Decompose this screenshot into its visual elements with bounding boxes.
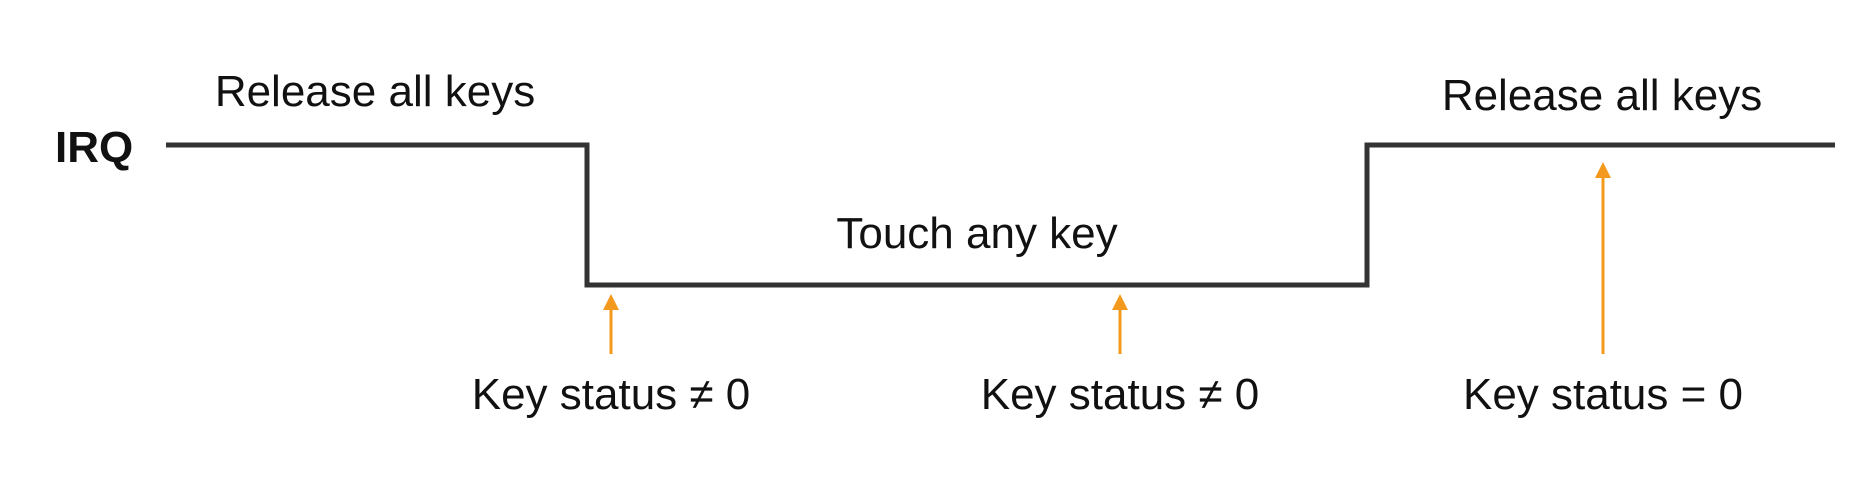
marker-arrow-2-head [1112, 294, 1128, 310]
marker-arrow-1-head [603, 294, 619, 310]
phase-label-release-2: Release all keys [1441, 71, 1763, 120]
phase-label-touch: Touch any key [836, 209, 1118, 258]
marker-label-3: Key status = 0 [1462, 370, 1744, 419]
irq-waveform [166, 142, 1835, 288]
marker-label-1: Key status ≠ 0 [471, 370, 751, 419]
marker-arrow-3 [1595, 162, 1611, 354]
signal-name-label: IRQ [55, 123, 134, 172]
marker-label-2: Key status ≠ 0 [980, 370, 1260, 419]
marker-arrow-2 [1112, 294, 1128, 354]
marker-arrow-3-head [1595, 162, 1611, 178]
phase-label-release-1: Release all keys [214, 67, 536, 116]
marker-arrow-1 [603, 294, 619, 354]
